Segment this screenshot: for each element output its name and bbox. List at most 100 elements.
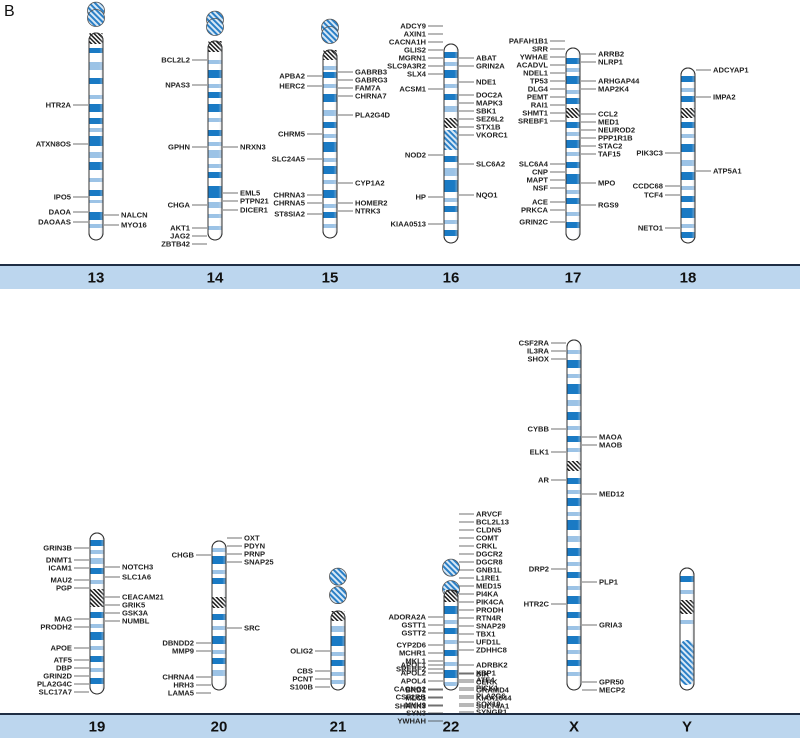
chromosome-number-Y: Y	[682, 719, 692, 736]
satellite-1	[329, 567, 347, 586]
gene-label-apol2: APOL2	[401, 669, 426, 678]
chromosome-number-22: 22	[443, 719, 460, 736]
gene-label-jag2: JAG2	[170, 232, 190, 241]
gene-label-notch3: NOTCH3	[122, 563, 153, 572]
gene-label-mlc1: MLC1	[405, 694, 426, 703]
chromosome-17: PAFAH1B1SRRYWHAEACADVLNDEL1TP53DLG4PEMTR…	[509, 37, 640, 287]
gene-label-prodh: PRODH	[476, 606, 503, 615]
gene-label-sbk1: SBK1	[476, 107, 497, 116]
gene-label-dnmt1: DNMT1	[46, 556, 73, 565]
chromosome-22: ADORA2AGSTT1GSTT2APOL1APOL2APOL4CACNG2CS…	[388, 510, 512, 736]
gene-label-neurod2: NEUROD2	[598, 126, 635, 135]
gene-label-xbp1: XBP1	[476, 669, 497, 678]
gene-label-maoa: MAOA	[599, 433, 623, 442]
gene-label-cyp2d6: CYP2D6	[396, 641, 426, 650]
satellite-2	[321, 26, 339, 44]
gene-label-gsk3a: GSK3A	[122, 609, 149, 618]
gene-label-nsf: NSF	[533, 184, 549, 193]
gene-label-impa2: IMPA2	[713, 93, 736, 102]
chromosome-outline	[211, 540, 227, 691]
chromosome-number-16: 16	[443, 270, 460, 287]
gene-label-mgrn1: MGRN1	[399, 54, 427, 63]
gene-label-ppp1r1b: PPP1R1B	[598, 134, 633, 143]
chromosome-X: CSF2RAIL3RASHOXCYBBELK1ARDRP2HTR2CMAOAMA…	[519, 339, 626, 736]
gene-label-snap25: SNAP25	[244, 558, 274, 567]
chromosome-outline	[443, 589, 459, 691]
gene-label-cacna1h: CACNA1H	[389, 38, 426, 47]
gene-label-crkl: CRKL	[476, 542, 497, 551]
gene-label-tcf4: TCF4	[644, 191, 664, 200]
gene-label-zdhhc8: ZDHHC8	[476, 646, 507, 655]
gene-label-shmt1: SHMT1	[522, 109, 549, 118]
gene-label-mpo: MPO	[598, 179, 615, 188]
satellite-1	[442, 558, 460, 577]
gene-label-axin1: AXIN1	[404, 30, 427, 39]
gene-label-pik4ca: PIK4CA	[476, 598, 504, 607]
chromosome-outline	[322, 49, 338, 239]
gene-label-med15: MED15	[476, 582, 502, 591]
gene-label-grin3b: GRIN3B	[43, 544, 72, 553]
gene-label-shox: SHOX	[527, 355, 549, 364]
gene-label-adora2a: ADORA2A	[388, 613, 426, 622]
gene-label-atf4: ATF4	[476, 676, 495, 685]
gene-label-pla2g4d: PLA2G4D	[355, 111, 391, 120]
gene-label-rtn4r: RTN4R	[476, 614, 502, 623]
chromosome-outline	[680, 67, 696, 244]
gene-label-slc24a5: SLC24A5	[272, 155, 306, 164]
satellite-2	[206, 18, 224, 36]
gene-label-atxn8os: ATXN8OS	[36, 140, 71, 149]
gene-label-myh9: MYH9	[405, 701, 426, 710]
gene-label-adcyap1: ADCYAP1	[713, 66, 749, 75]
panel-label: B	[4, 3, 15, 20]
gene-label-grin2a: GRIN2A	[476, 62, 505, 71]
gene-label-syngr1: SYNGR1	[476, 708, 508, 717]
gene-label-stac2: STAC2	[598, 142, 622, 151]
gene-label-mchr1: MCHR1	[399, 649, 427, 658]
chromosome-16: ADCY9AXIN1CACNA1HGLIS2MGRN1SLC9A3R2SLX4A…	[387, 22, 508, 287]
gene-label-mapk3: MAPK3	[476, 99, 503, 108]
gene-label-ace: ACE	[532, 198, 548, 207]
gene-label-gstt2: GSTT2	[402, 629, 426, 638]
gene-label-pemt: PEMT	[527, 93, 548, 102]
gene-label-gphn: GPHN	[168, 143, 190, 152]
gene-label-apol4: APOL4	[401, 677, 427, 686]
row-bar	[0, 715, 800, 738]
gene-label-maob: MAOB	[599, 441, 623, 450]
gene-label-csf2rb: CSF2RB	[396, 693, 427, 702]
gene-label-doc2a: DOC2A	[476, 91, 503, 100]
gene-label-bcl2l2: BCL2L2	[161, 56, 190, 65]
gene-label-myo16: MYO16	[121, 221, 147, 230]
gene-label-apoe: APOE	[50, 644, 72, 653]
gene-label-mmp9: MMP9	[172, 647, 194, 656]
gene-label-ndel1: NDEL1	[523, 69, 549, 78]
gene-label-cerk: CERK	[476, 678, 498, 687]
gene-label-akt1: AKT1	[170, 224, 191, 233]
gene-label-grin2c: GRIN2C	[519, 218, 548, 227]
gene-label-slc9a3r2: SLC9A3R2	[387, 62, 426, 71]
gene-label-syn3: SYN3	[406, 709, 426, 718]
gene-label-mag: MAG	[54, 615, 72, 624]
gene-label-ar: AR	[538, 476, 549, 485]
chromosome-number-18: 18	[680, 270, 697, 287]
gene-label-herc2: HERC2	[279, 82, 305, 91]
gene-label-grin2d: GRIN2D	[43, 672, 72, 681]
gene-label-nalcn: NALCN	[121, 211, 148, 220]
chromosome-outline	[566, 339, 582, 691]
gene-label-gnb1l: GNB1L	[476, 566, 502, 575]
gene-label-csf2ra: CSF2RA	[519, 339, 550, 348]
chromosome-19: GRIN3BDNMT1ICAM1MAU2PGPMAGPRODH2APOEATF5…	[37, 532, 165, 736]
gene-label-ntrk3: NTRK3	[355, 207, 380, 216]
chromosome-number-19: 19	[89, 719, 106, 736]
chromosome-outline	[565, 47, 581, 241]
gene-label-npas3: NPAS3	[165, 81, 190, 90]
gene-label-chrna7: CHRNA7	[355, 92, 387, 101]
gene-label-ywhah: YWHAH	[397, 717, 426, 726]
gene-label-dlg4: DLG4	[528, 85, 549, 94]
gene-label-pafah1b1: PAFAH1B1	[509, 37, 549, 46]
gene-label-st8sia2: ST8SIA2	[274, 210, 305, 219]
gene-label-ipo5: IPO5	[54, 193, 72, 202]
gene-label-sult4a1: SULT4A1	[476, 702, 510, 711]
satellite-2	[87, 9, 105, 27]
